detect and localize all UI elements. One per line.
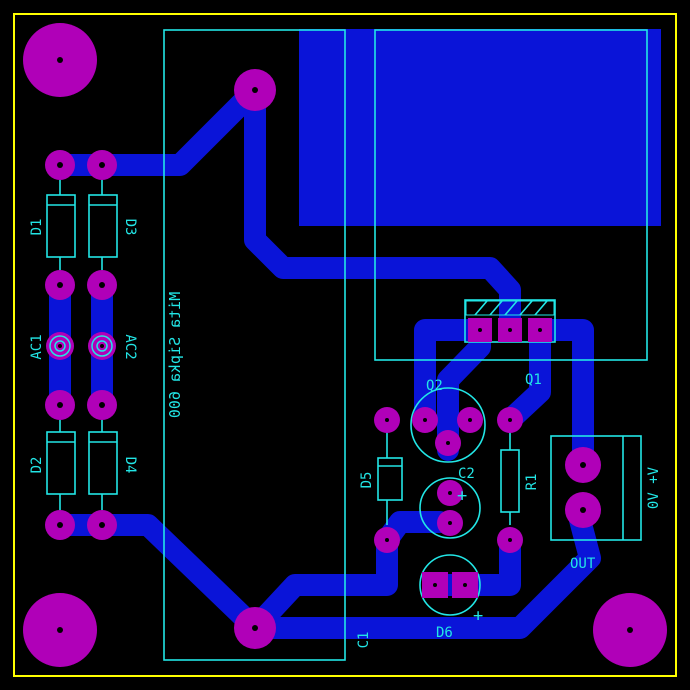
label-d5: D5 <box>359 472 375 489</box>
d6-outline <box>419 554 481 616</box>
d4-body <box>88 431 118 495</box>
silkscreen <box>46 29 648 661</box>
q2-outline <box>410 387 486 463</box>
pads <box>23 23 667 667</box>
trace-r1-top <box>499 319 551 431</box>
label-d6: D6 <box>436 625 453 641</box>
ac2-pad <box>88 332 116 360</box>
d3-body <box>88 194 118 258</box>
d1-body <box>46 194 76 258</box>
label-ac2: AC2 <box>122 334 138 359</box>
c1-outline <box>163 29 346 661</box>
label-d2: D2 <box>29 457 45 474</box>
c2-outline <box>419 477 481 539</box>
label-plus-c2: + <box>457 486 467 506</box>
trace-ground-main <box>244 509 601 639</box>
label-r1: R1 <box>524 474 540 491</box>
label-out: OUT <box>570 556 596 572</box>
trace-q2-left <box>414 319 491 431</box>
out-terminal-outline <box>550 435 642 541</box>
label-terminal: 0V +V <box>646 466 662 509</box>
copper-pour <box>299 29 661 226</box>
trace-d5-left <box>244 529 398 639</box>
heatsink-outline <box>374 29 648 361</box>
label-c1: C1 <box>356 632 372 649</box>
label-c2: C2 <box>458 466 475 482</box>
d2-body <box>46 431 76 495</box>
label-q1: Q1 <box>525 372 542 388</box>
label-d4: D4 <box>122 457 138 474</box>
label-q2: Q2 <box>426 378 443 394</box>
labels: D1 D3 AC1 AC2 D2 D4 D5 R1 C1 0V +V Mita … <box>29 219 662 649</box>
d5-body <box>377 457 403 501</box>
watermark-text: Mita Sipka 600 <box>166 292 184 418</box>
board-outline <box>13 13 677 677</box>
label-ac1: AC1 <box>29 334 45 359</box>
trace-top-to-q <box>244 79 521 341</box>
ac1-pad <box>46 332 74 360</box>
q1-hatch <box>465 300 555 316</box>
label-plus-d6: + <box>473 606 483 626</box>
label-d1: D1 <box>29 219 45 236</box>
label-d3: D3 <box>122 219 138 236</box>
